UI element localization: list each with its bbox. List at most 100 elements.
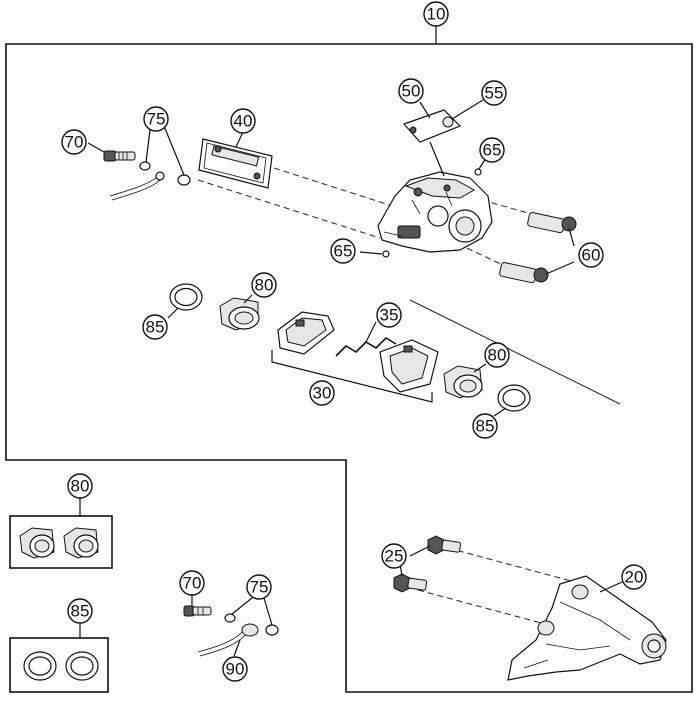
seal-ring-left [169, 283, 203, 311]
callout-35-label: 35 [380, 306, 399, 325]
callout-65-top-label: 65 [483, 141, 502, 160]
callout-85-kit-label: 85 [71, 602, 90, 621]
leader-80-right [473, 363, 487, 373]
kit-seal-ring-b [65, 651, 99, 681]
kit-piston-b [63, 527, 99, 559]
kit-box-85 [9, 637, 109, 693]
callout-70-top-label: 70 [65, 133, 84, 152]
guide-line-a [273, 167, 406, 211]
callout-25: 25 [381, 543, 407, 569]
bleed-line-top-eye [155, 171, 165, 181]
assembly-frame-outline [5, 43, 693, 693]
callout-70-top: 70 [61, 129, 87, 155]
callout-85-right-label: 85 [476, 417, 495, 436]
callout-80-right: 80 [484, 342, 510, 368]
callout-80-left: 80 [251, 272, 277, 298]
pad-plate [198, 138, 273, 189]
mount-bolt-upper [427, 535, 462, 555]
leader-25-upper [409, 545, 431, 557]
o-ring-bottom-b [265, 624, 279, 636]
o-ring-top-a [139, 161, 151, 171]
kit-box-80 [9, 515, 113, 569]
leader-20 [599, 581, 623, 593]
leader-90 [233, 639, 241, 657]
callout-60: 60 [578, 242, 604, 268]
callout-60-label: 60 [582, 246, 601, 265]
leader-40 [235, 131, 244, 148]
callout-85-left-label: 85 [146, 318, 165, 337]
callout-80-kit-label: 80 [71, 477, 90, 496]
guide-pin-upper [527, 212, 577, 234]
callout-80-right-label: 80 [488, 346, 507, 365]
leader-75-bottom-b [263, 597, 273, 626]
brake-pad-left [277, 311, 335, 355]
leader-80-left [243, 294, 253, 304]
leader-50 [419, 101, 431, 119]
leader-50-body [429, 141, 445, 177]
small-ball-65-top [474, 168, 482, 176]
bleed-line-top [109, 175, 159, 197]
callout-75-top-label: 75 [147, 110, 166, 129]
bracket-30 [271, 350, 433, 403]
callout-50-label: 50 [402, 82, 421, 101]
callout-30: 30 [309, 380, 335, 406]
bleed-line-bottom-eye [241, 623, 259, 637]
leader-75-top-a [145, 129, 151, 163]
callout-85-kit: 85 [67, 598, 93, 624]
bleed-line-bottom [197, 629, 245, 653]
small-ball-65-bottom [382, 250, 390, 258]
bleed-screw-top [103, 150, 136, 162]
callout-90-label: 90 [226, 660, 245, 679]
callout-40-label: 40 [234, 112, 253, 131]
caliper-bracket [507, 575, 667, 681]
leader-60-upper [568, 227, 575, 247]
callout-75-bottom-label: 75 [250, 578, 269, 597]
leader-70-top [87, 142, 105, 153]
callout-70-bottom: 70 [179, 570, 205, 596]
bleed-cover [402, 109, 462, 143]
callout-75-bottom: 75 [246, 574, 272, 600]
kit-piston-a [19, 527, 55, 559]
callout-35: 35 [376, 302, 402, 328]
o-ring-bottom-a [224, 613, 236, 623]
piston-left [219, 297, 260, 331]
callout-10: 10 [423, 1, 449, 27]
seal-ring-right [497, 384, 531, 412]
callout-70-bottom-label: 70 [183, 574, 202, 593]
callout-55: 55 [481, 80, 507, 106]
leader-60-lower [545, 261, 575, 275]
callout-65-bottom-label: 65 [334, 242, 353, 261]
callout-55-label: 55 [485, 84, 504, 103]
bleed-screw-bottom [183, 605, 212, 617]
callout-75-top: 75 [143, 106, 169, 132]
guide-line-c [481, 199, 536, 216]
guide-pin-lower [499, 262, 549, 284]
guide-line-e [409, 299, 621, 405]
piston-right [443, 365, 483, 399]
guide-line-d [457, 243, 506, 267]
callout-25-label: 25 [385, 547, 404, 566]
caliper-body [377, 171, 493, 253]
callout-90: 90 [222, 656, 248, 682]
callout-40: 40 [230, 108, 256, 134]
o-ring-top-b [177, 174, 191, 186]
leader-75-top-b [163, 125, 185, 176]
callout-30-label: 30 [313, 384, 332, 403]
kit-seal-ring-a [23, 651, 57, 681]
brake-pad-right [379, 339, 439, 393]
guide-line-b [197, 179, 381, 239]
callout-85-left: 85 [142, 314, 168, 340]
callout-10-label: 10 [427, 5, 446, 24]
leader-85-right [493, 407, 507, 417]
leader-55 [451, 99, 484, 120]
callout-85-right: 85 [472, 413, 498, 439]
leader-35 [365, 321, 377, 343]
callout-80-left-label: 80 [255, 276, 274, 295]
callout-65-top: 65 [479, 137, 505, 163]
guide-line-g [417, 589, 546, 625]
callout-65-bottom: 65 [330, 238, 356, 264]
callout-20: 20 [621, 564, 647, 590]
leader-75-bottom-a [231, 597, 253, 615]
